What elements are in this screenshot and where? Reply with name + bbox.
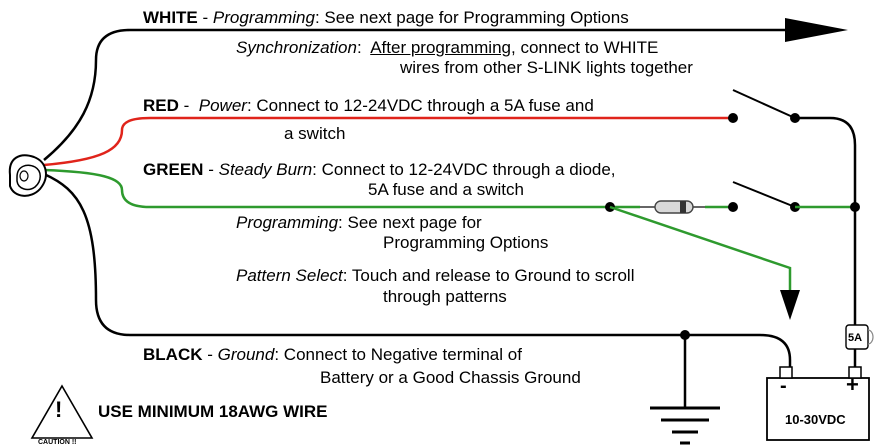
green-prog-mode: Programming: [236, 213, 339, 232]
black-wire: [43, 172, 792, 370]
white-sync-mode: Synchronization: [236, 38, 357, 57]
light-fixture-icon: [8, 154, 47, 197]
fuse-label: 5A: [848, 332, 863, 344]
green-separator: -: [208, 160, 214, 179]
green-mode: Steady Burn: [218, 160, 313, 179]
switch1-lever: [732, 89, 796, 119]
green-pattern-text1: : Touch and release to Ground to scroll: [342, 266, 635, 285]
green-color-label: GREEN: [143, 160, 204, 179]
fuse-body: [845, 324, 869, 350]
pattern-select-arrow: [780, 290, 800, 320]
green-prog-text2: Programming Options: [383, 233, 549, 252]
black-color-label: BLACK: [143, 345, 203, 364]
battery-minus-label: -: [780, 375, 787, 397]
caution-sign-label: CAUTION !!: [38, 439, 77, 446]
pattern-select-wire: [609, 205, 792, 290]
white-sync-text2: wires from other S-LINK lights together: [400, 58, 693, 77]
white-color-label: WHITE: [143, 8, 198, 27]
red-text2: a switch: [284, 124, 346, 143]
caution-triangle: [30, 384, 94, 439]
white-sync-underline: After programming: [370, 38, 511, 57]
diode-band: [680, 201, 686, 213]
switch1-to-positive: [795, 116, 857, 330]
white-prog-text: : See next page for Programming Options: [314, 8, 629, 27]
caution-warning-text: USE MINIMUM 18AWG WIRE: [98, 402, 328, 421]
battery-neg-post: [779, 366, 793, 379]
green-pattern-text2: through patterns: [383, 287, 507, 306]
battery-voltage-label: 10-30VDC: [785, 412, 846, 427]
green-wire: [43, 168, 640, 209]
black-text1: : Connect to Negative terminal of: [274, 345, 522, 364]
green-prog-text1: : See next page for: [338, 213, 482, 232]
switch2-lever: [732, 181, 796, 208]
diode-terminal: [728, 202, 738, 212]
red-color-label: RED: [143, 96, 179, 115]
white-sync-text1: , connect to WHITE: [511, 38, 659, 57]
black-text2: Battery or a Good Chassis Ground: [320, 368, 581, 387]
red-text1: : Connect to 12-24VDC through a 5A fuse …: [246, 96, 594, 115]
red-mode: Power: [198, 96, 247, 115]
battery-body: [766, 377, 870, 441]
red-separator: -: [183, 96, 190, 115]
green-text2: 5A fuse and a switch: [368, 180, 524, 199]
red-wire: [43, 116, 733, 167]
positive-bus-junction: [850, 202, 860, 212]
white-prog-mode: Programming: [212, 8, 315, 27]
diode-body: [654, 200, 694, 214]
white-separator: -: [202, 8, 209, 27]
black-mode: Ground: [217, 345, 275, 364]
caution-exclamation: !: [55, 397, 63, 422]
red-wire-terminal: [728, 113, 738, 123]
green-text1: : Connect to 12-24VDC through a diode,: [312, 160, 616, 179]
green-pattern-mode: Pattern Select: [236, 266, 343, 285]
white-sync-colon: :: [356, 38, 362, 57]
fuse-cap: [867, 329, 874, 345]
battery-plus-label: +: [846, 372, 859, 397]
black-separator: -: [207, 345, 213, 364]
white-wire-arrow: [785, 18, 848, 42]
white-wire: [43, 28, 785, 161]
